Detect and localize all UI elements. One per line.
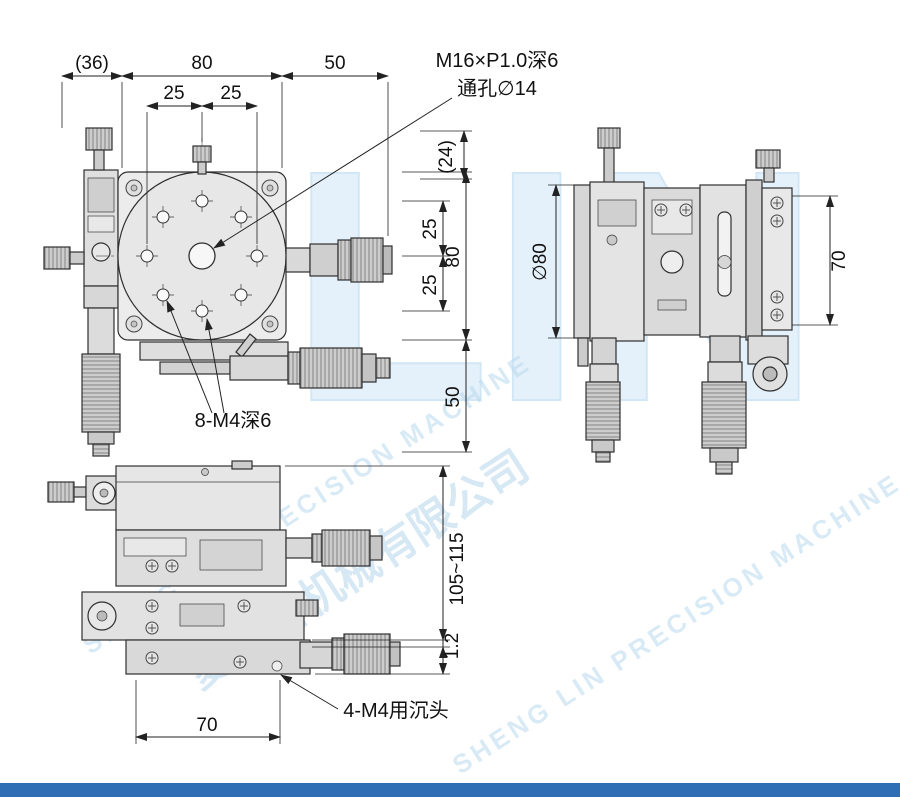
dim-side-dia80: ∅80 — [530, 184, 574, 339]
bottom-base-plate — [125, 639, 311, 675]
side-top-right-knob — [755, 149, 781, 183]
bottom-mid-micrometer — [285, 529, 383, 567]
watermark-company-en-2: SHENG LIN PRECISION MACHINE — [447, 467, 900, 780]
side-right-micrometer — [701, 335, 747, 475]
dim-label-25-upper: 25 — [420, 218, 441, 239]
front-top-center-knob — [192, 145, 212, 175]
callout-m16-thread: M16×P1.0深6 — [436, 49, 559, 72]
dim-label-1-2: 1.2 — [442, 633, 463, 659]
side-top-left-knob — [597, 127, 621, 186]
callout-ring-holes: 8-M4深6 — [166, 300, 272, 432]
dim-label-25-left: 25 — [163, 83, 184, 104]
front-view — [43, 127, 393, 457]
screw — [770, 214, 784, 228]
dim-label-25-right: 25 — [220, 83, 241, 104]
dim-label-50-right: 50 — [443, 386, 464, 407]
bottom-third-block — [81, 591, 319, 641]
front-top-left-knob — [85, 127, 113, 171]
side-left-micrometer — [577, 337, 621, 463]
screw — [770, 196, 784, 210]
front-lower-left-micrometer — [81, 285, 121, 457]
dim-label-80-right: 80 — [443, 246, 464, 267]
dim-right-80-50: 80 50 — [402, 171, 472, 453]
screw — [654, 203, 668, 217]
dim-hole-spacing-horizontal: 25 25 — [146, 83, 258, 244]
front-bottom-micrometer — [139, 333, 391, 389]
dim-bottom-70: 70 — [135, 680, 281, 744]
callout-base-holes: 4-M4用沉头 — [280, 674, 449, 722]
dim-side-70: 70 — [792, 195, 850, 326]
callout-through-hole: 通孔∅14 — [457, 77, 537, 100]
bottom-view — [47, 460, 401, 675]
callout-center-hole: M16×P1.0深6 通孔∅14 — [213, 49, 559, 249]
dim-label-36: (36) — [75, 53, 109, 74]
callout-4-m4: 4-M4用沉头 — [343, 699, 449, 722]
corner-screw — [125, 315, 143, 333]
front-far-left-knob — [43, 246, 85, 270]
side-view — [573, 127, 793, 475]
corner-screw — [125, 179, 143, 197]
screw — [233, 655, 247, 669]
callout-8-m4: 8-M4深6 — [195, 409, 272, 432]
screw — [145, 621, 159, 635]
dim-label-dia80: ∅80 — [530, 243, 551, 281]
footer-bar — [0, 783, 900, 797]
side-body — [573, 179, 793, 342]
dim-label-height-range: 105~115 — [447, 532, 468, 605]
dim-label-25-lower: 25 — [420, 274, 441, 295]
screw — [165, 559, 179, 573]
screw — [770, 308, 784, 322]
corner-screw — [261, 179, 279, 197]
corner-screw — [261, 315, 279, 333]
dimensions: (36) 80 50 25 25 M16×P1.0深6 通孔∅14 (24) — [61, 49, 850, 744]
screw — [145, 599, 159, 613]
center-hole — [188, 242, 216, 270]
screw — [145, 559, 159, 573]
dim-label-24: (24) — [436, 140, 457, 174]
dim-hole-spacing-vertical: 25 25 — [402, 200, 450, 312]
dim-label-80-top: 80 — [191, 53, 212, 74]
side-roller — [747, 335, 789, 392]
screw — [145, 651, 159, 665]
rotary-table — [117, 171, 287, 341]
dim-top-chain: (36) 80 50 — [61, 53, 389, 236]
dim-label-70-side: 70 — [829, 250, 850, 271]
screw — [679, 203, 693, 217]
bottom-base-micrometer — [299, 633, 401, 675]
screw — [770, 290, 784, 304]
dim-label-70-bottom: 70 — [196, 715, 217, 736]
bottom-top-block — [115, 460, 281, 531]
front-left-axis-body — [83, 169, 119, 287]
front-right-micrometer — [285, 237, 393, 283]
bottom-left-knob — [47, 475, 123, 511]
bottom-mid-block — [115, 529, 287, 587]
dim-base-step: 1.2 — [312, 616, 463, 671]
screw — [237, 599, 251, 613]
dim-label-50-top: 50 — [324, 53, 345, 74]
